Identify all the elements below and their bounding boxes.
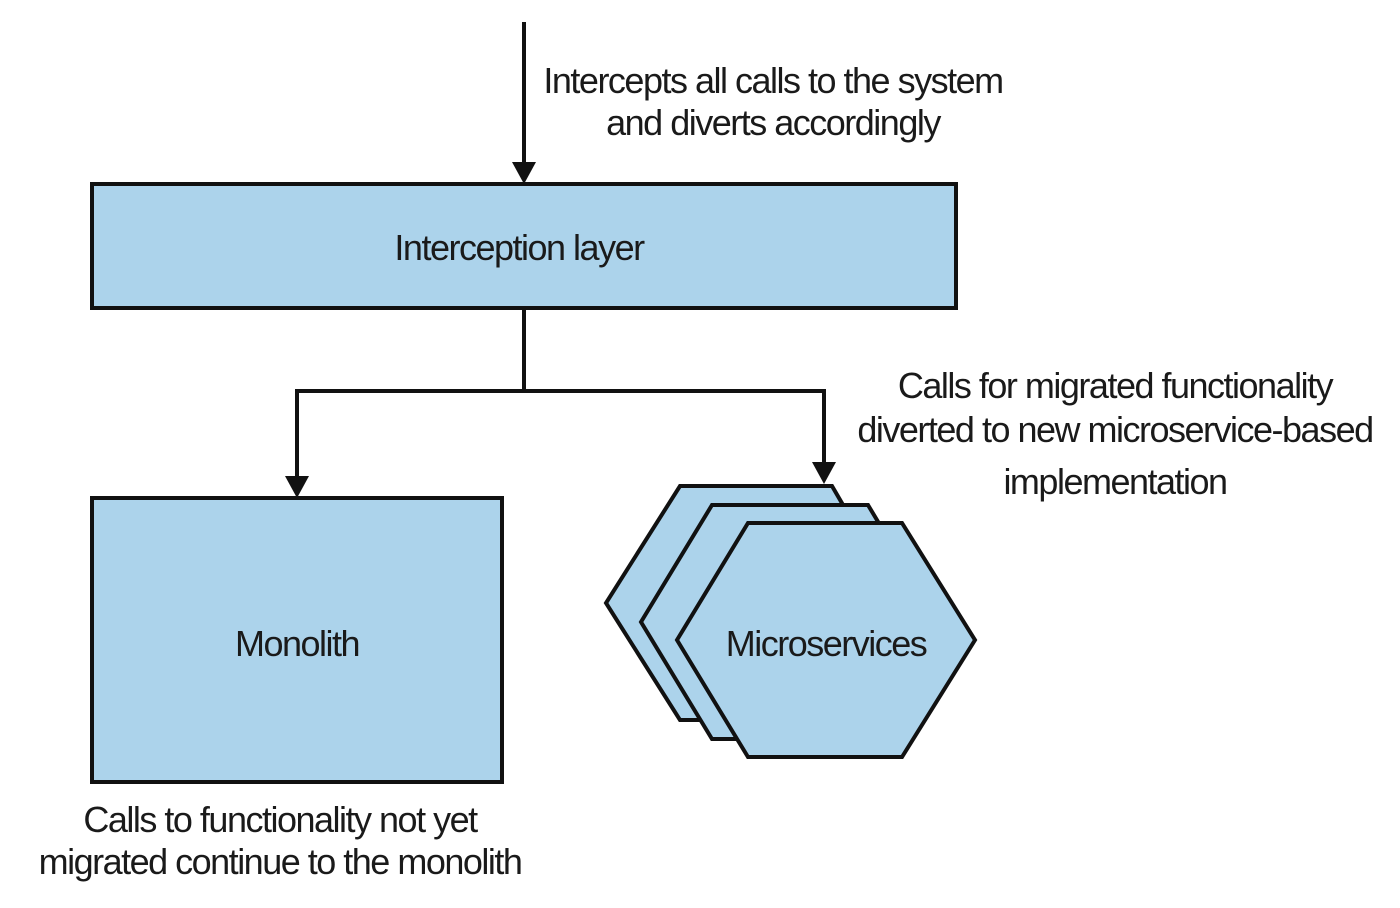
migrated-annotation-line-3: implementation [1003,461,1226,502]
interception-layer-label: Interception layer [394,227,645,268]
arrow-to-monolith [285,476,309,498]
migrated-annotation-line-1: Calls for migrated functionality [898,365,1334,406]
incoming-call-arrow [512,22,536,184]
not-migrated-annotation-line-1: Calls to functionality not yet [83,799,478,840]
incoming-annotation-line-2: and diverts accordingly [606,102,941,143]
monolith-box [90,496,504,784]
not-migrated-annotation-line-2: migrated continue to the monolith [39,841,522,882]
migrated-annotation-line-2: diverted to new microservice-based [857,409,1372,450]
monolith-label: Monolith [235,623,359,664]
branch-connector [295,308,826,480]
arrow-to-microservices [812,462,836,484]
microservice-hexagon-front [674,521,978,759]
incoming-annotation-line-1: Intercepts all calls to the system [543,60,1002,101]
microservices-stack [603,484,978,759]
microservices-label: Microservices [726,623,927,664]
